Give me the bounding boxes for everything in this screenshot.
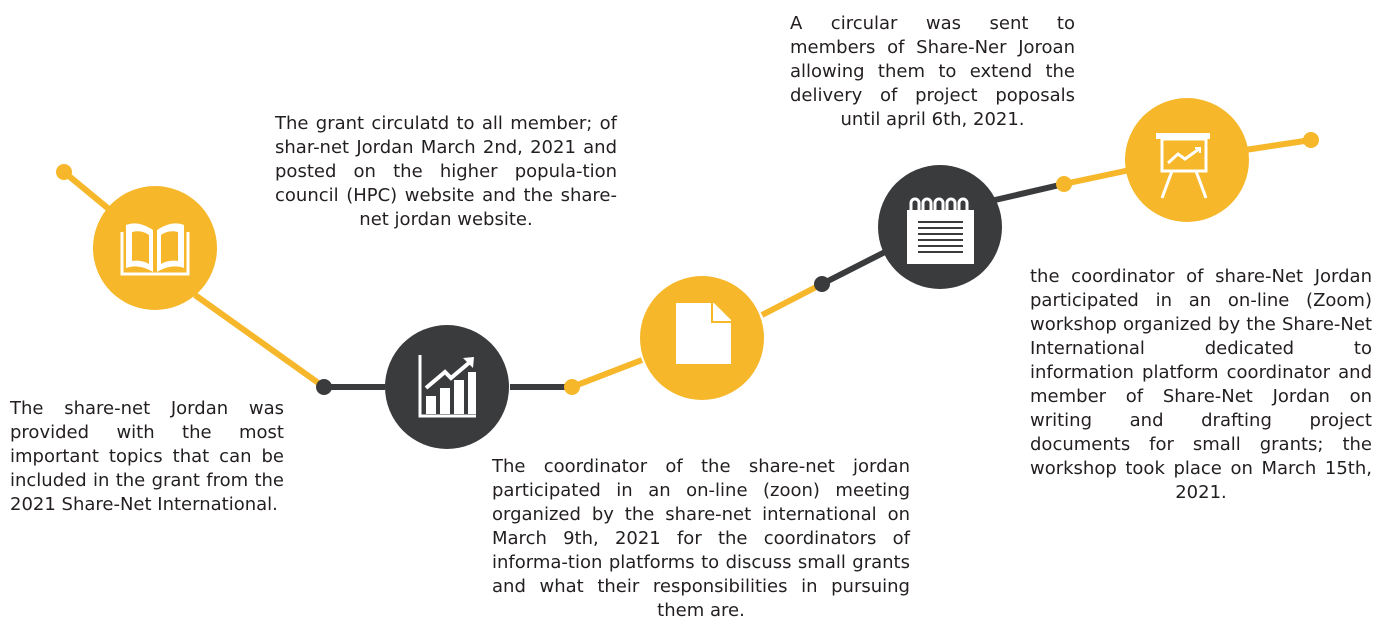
connector-line <box>570 357 644 390</box>
milestone-circle <box>1125 98 1249 222</box>
connector-line <box>193 292 326 390</box>
milestone-3-node <box>640 276 764 400</box>
timeline-dot <box>1056 176 1072 192</box>
connector-line <box>62 169 112 213</box>
growth-chart-icon <box>418 355 476 418</box>
milestone-3-text: The coordinator of the share-net jordan … <box>492 456 910 621</box>
milestone-1-node <box>93 186 217 310</box>
timeline-dot <box>1303 132 1319 148</box>
milestone-5-text: the coordinator of share-Net Jordan part… <box>1030 266 1372 503</box>
connector-line <box>994 181 1065 203</box>
milestone-1-text: The share-net Jordan was provided with t… <box>10 398 284 515</box>
milestone-4-text: A circular was sent to members of Share-… <box>790 13 1075 130</box>
presentation-board-icon <box>1156 133 1210 199</box>
milestone-2-node <box>385 325 509 449</box>
timeline-dot <box>564 379 580 395</box>
notepad-icon <box>907 197 974 264</box>
milestone-4-node <box>878 165 1002 289</box>
connector-line <box>760 281 824 318</box>
milestone-circle <box>385 325 509 449</box>
timeline-dot <box>316 379 332 395</box>
connector-line <box>1063 167 1131 187</box>
connector-line <box>820 249 887 287</box>
document-icon <box>676 303 731 364</box>
milestone-5-node <box>1125 98 1249 222</box>
book-icon <box>120 223 190 276</box>
milestone-circle <box>93 186 217 310</box>
milestone-2-text: The grant circulatd to all member; of sh… <box>275 113 617 230</box>
connector-line <box>1244 137 1312 153</box>
timeline-dot <box>814 276 830 292</box>
timeline-dot <box>56 164 72 180</box>
